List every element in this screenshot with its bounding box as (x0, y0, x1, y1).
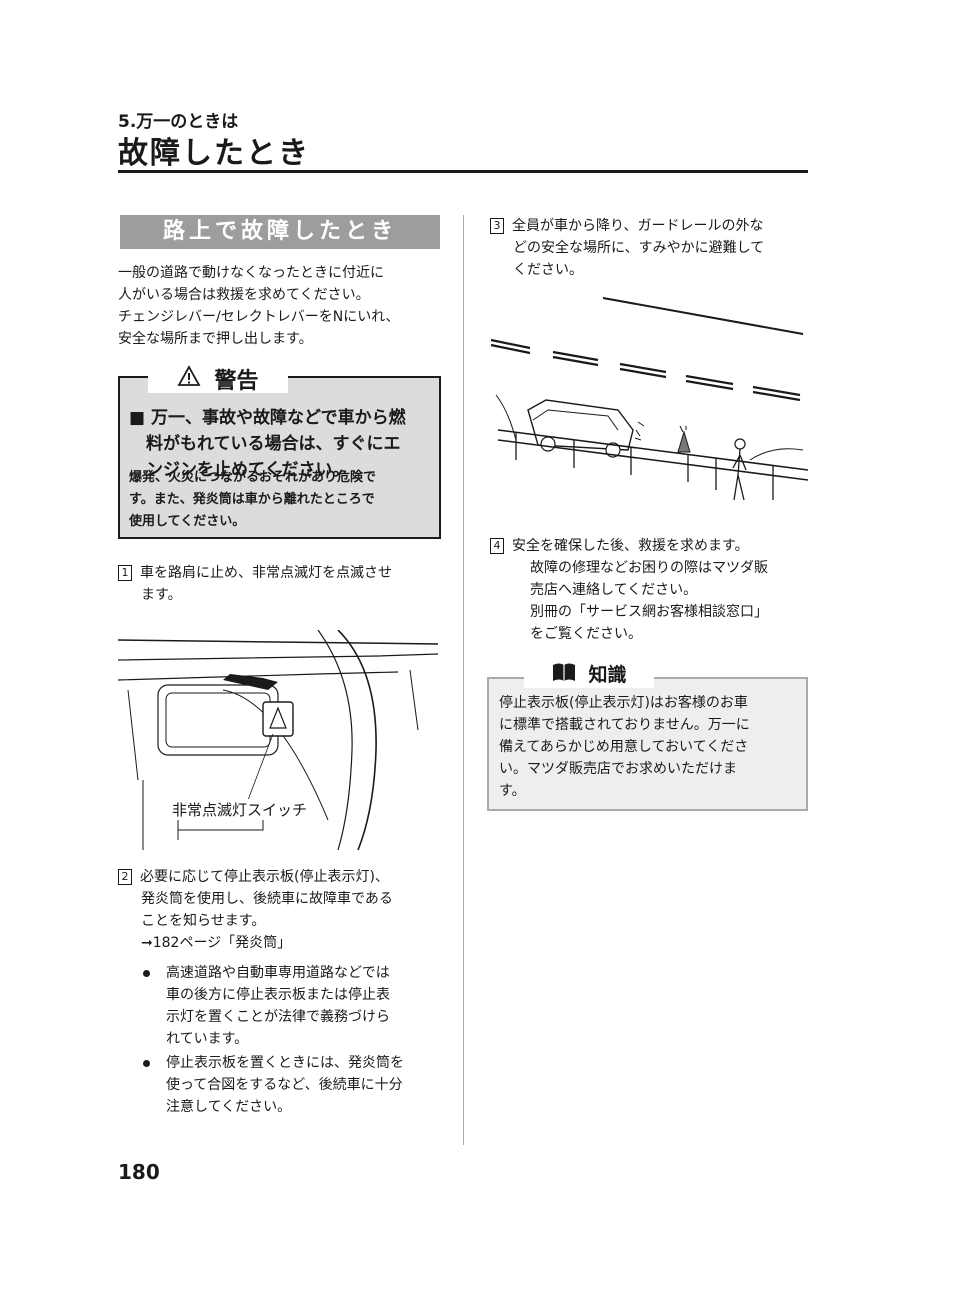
intro-line: 安全な場所まで押し出します。 (118, 331, 313, 347)
info-line: に標準で搭載されておりません。万一に (499, 717, 750, 733)
step-number: 4 (490, 538, 504, 554)
step-line: 売店へ連絡してください。 (530, 582, 698, 598)
warning-heading: ■ 万一、事故や故障などで車から燃 料がもれている場合は、すぐにエ ンジンを止め… (129, 405, 434, 483)
bullet-item: 高速道路や自動車専用道路などでは 車の後方に停止表示板または停止表 示灯を置くこ… (143, 962, 453, 1050)
intro-line: チェンジレバー/セレクトレバーをNにいれ、 (118, 309, 400, 325)
step-line: 安全を確保した後、救援を求めます。 (512, 538, 749, 554)
bullet-line: 示灯を置くことが法律で義務づけら (166, 1009, 390, 1025)
warning-box (118, 376, 441, 539)
warning-heading-line: ■ 万一、事故や故障などで車から燃 (129, 408, 406, 428)
step-line: 全員が車から降り、ガードレールの外な (512, 218, 764, 234)
column-divider (463, 215, 464, 1145)
info-label: 知識 (588, 664, 627, 686)
intro-paragraph: 一般の道路で動けなくなったときに付近に 人がいる場合は救援を求めてください。 チ… (118, 262, 443, 350)
warning-triangle-icon (177, 365, 201, 393)
step-line: ください。 (513, 262, 583, 278)
bullet-line: 車の後方に停止表示板または停止表 (166, 987, 390, 1003)
info-text: 停止表示板(停止表示灯)はお客様のお車 に標準で搭載されておりません。万一に 備… (499, 692, 804, 802)
bullet-line: 使って合図をするなど、後続車に十分 (166, 1077, 403, 1093)
step-number: 2 (118, 869, 132, 885)
bullet-line: 高速道路や自動車専用道路などでは (166, 965, 390, 981)
warning-body-line: す。また、発炎筒は車から離れたところで (129, 492, 375, 507)
bullet-line: 停止表示板を置くときには、発炎筒を (166, 1055, 404, 1071)
step-number: 1 (118, 565, 132, 581)
warning-header: 警告 (148, 363, 288, 394)
step-line: 故障の修理などお困りの際はマツダ販 (530, 560, 768, 576)
bullet-dot (143, 969, 150, 977)
step-cross-reference: ➞182ページ「発炎筒」 (141, 935, 292, 951)
intro-line: 人がいる場合は救援を求めてください。 (118, 287, 370, 303)
info-line: す。 (499, 783, 526, 799)
bullet-line: 注意してください。 (166, 1099, 292, 1115)
step-line: ことを知らせます。 (141, 913, 266, 929)
step-number: 3 (490, 218, 504, 234)
warning-label: 警告 (214, 369, 259, 394)
book-icon (551, 661, 577, 687)
bullet-item: 停止表示板を置くときには、発炎筒を 使って合図をするなど、後続車に十分 注意して… (143, 1052, 453, 1118)
hazard-switch-label: 非常点滅灯スイッチ (172, 799, 308, 820)
intro-line: 一般の道路で動けなくなったときに付近に (118, 265, 384, 281)
section-banner: 路上で故障したとき (120, 215, 440, 249)
hazard-switch-illustration (118, 630, 438, 850)
chapter-label: 5.万一のときは (118, 112, 239, 132)
step-line: 別冊の「サービス網お客様相談窓口」 (530, 604, 768, 620)
warning-heading-line: 料がもれている場合は、すぐにエ (129, 434, 401, 454)
step-line: 必要に応じて停止表示板(停止表示灯)、 (140, 869, 389, 885)
bullet-dot (143, 1059, 150, 1067)
step-line: ます。 (141, 587, 182, 603)
warning-body-line: 使用してください。 (129, 514, 246, 529)
warning-body: 爆発、火災につながるおそれがあり危険で す。また、発炎筒は車から離れたところで … (129, 467, 434, 533)
step-3: 3 全員が車から降り、ガードレールの外な どの安全な場所に、すみやかに避難して く… (490, 215, 810, 281)
step-line: 車を路肩に止め、非常点滅灯を点滅させ (140, 565, 392, 581)
step-1: 1 車を路肩に止め、非常点滅灯を点滅させ ます。 (118, 562, 448, 606)
step-line: どの安全な場所に、すみやかに避難して (513, 240, 765, 256)
info-line: 停止表示板(停止表示灯)はお客様のお車 (499, 695, 748, 711)
roadside-evacuation-illustration (490, 297, 808, 501)
page-title: 故障したとき (118, 136, 310, 171)
info-line: い。マツダ販売店でお求めいただけま (499, 761, 737, 777)
warning-body-line: 爆発、火災につながるおそれがあり危険で (129, 470, 377, 485)
bullet-line: れています。 (166, 1031, 249, 1047)
step-line: 発炎筒を使用し、後続車に故障車である (141, 891, 393, 907)
header-rule (118, 170, 808, 173)
warning-heading-line: ンジンを止めてください。 (129, 460, 350, 480)
step-line: をご覧ください。 (530, 626, 642, 642)
step-4: 4 安全を確保した後、救援を求めます。 故障の修理などお困りの際はマツダ販 売店へ… (490, 535, 810, 645)
page-number: 180 (118, 1160, 160, 1184)
info-header: 知識 (524, 660, 654, 688)
info-line: 備えてあらかじめ用意しておいてくださ (499, 739, 749, 755)
